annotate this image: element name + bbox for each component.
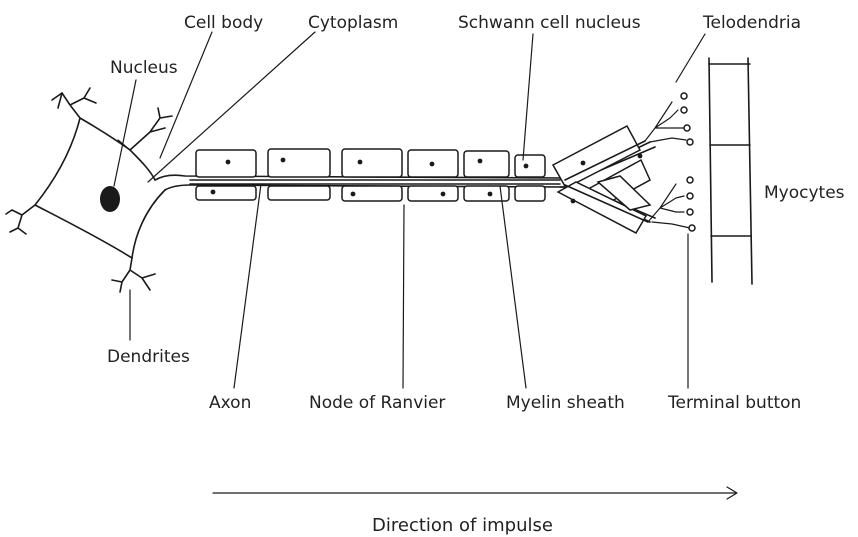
label-dendrites: Dendrites: [107, 347, 190, 367]
schwann-cell: [515, 155, 545, 177]
schwann-cell-nucleus: [430, 162, 435, 167]
schwann-cell-nucleus: [226, 160, 231, 165]
label-axon: Axon: [209, 393, 251, 413]
terminal-button: [681, 107, 687, 113]
schwann-cell: [342, 149, 402, 177]
label-schwann-cell-nucleus: Schwann cell nucleus: [458, 13, 641, 33]
terminal-button: [687, 193, 693, 199]
terminal-button: [687, 177, 693, 183]
schwann-cell-nucleus: [524, 164, 529, 169]
schwann-cell: [464, 186, 509, 201]
leader-node: [403, 205, 404, 388]
schwann-cell: [464, 151, 509, 177]
schwann-cell-nucleus: [571, 199, 576, 204]
myocytes: [709, 58, 752, 284]
schwann-cell: [196, 186, 256, 200]
schwann-cell-nucleus: [638, 154, 643, 159]
nucleus: [100, 186, 120, 212]
leader-nucleus: [114, 80, 136, 186]
label-telodendria: Telodendria: [702, 13, 801, 33]
leader-cell-body: [160, 32, 212, 158]
terminal-button: [687, 209, 693, 215]
label-nucleus: Nucleus: [110, 58, 178, 78]
schwann-cell-nucleus: [211, 190, 216, 195]
label-terminal-button: Terminal button: [667, 393, 801, 413]
dendrites: [6, 88, 172, 292]
leader-myelin: [500, 186, 526, 388]
terminal-button: [684, 125, 690, 131]
schwann-cell-nucleus: [281, 158, 286, 163]
terminal-button: [687, 139, 693, 145]
schwann-cell-nucleus: [581, 161, 586, 166]
label-myocytes: Myocytes: [764, 183, 845, 203]
leader-schwann: [523, 34, 533, 160]
schwann-cell-nucleus: [441, 192, 446, 197]
schwann-cell: [515, 186, 545, 201]
terminal-button: [689, 225, 695, 231]
label-cell-body: Cell body: [184, 13, 263, 33]
leader-telodendria: [676, 34, 705, 82]
telodendria: [645, 93, 695, 231]
schwann-cell-nucleus: [488, 192, 493, 197]
schwann-cell-nucleus: [351, 192, 356, 197]
schwann-cell: [268, 149, 330, 177]
terminal-button: [681, 93, 687, 99]
schwann-cell: [268, 186, 330, 200]
label-myelin-sheath: Myelin sheath: [506, 393, 625, 413]
label-cytoplasm: Cytoplasm: [308, 13, 398, 33]
leader-axon: [234, 184, 261, 388]
schwann-cell: [196, 150, 256, 177]
cell-body: [35, 118, 165, 258]
schwann-cell: [408, 186, 458, 201]
schwann-cell-nucleus: [358, 160, 363, 165]
caption-direction-of-impulse: Direction of impulse: [372, 515, 553, 536]
myelin-sheath: [190, 149, 560, 201]
axon-terminal-branches: [553, 126, 655, 233]
schwann-cell-nucleus: [478, 159, 483, 164]
direction-arrow: [213, 487, 737, 499]
label-node-of-ranvier: Node of Ranvier: [309, 393, 445, 413]
